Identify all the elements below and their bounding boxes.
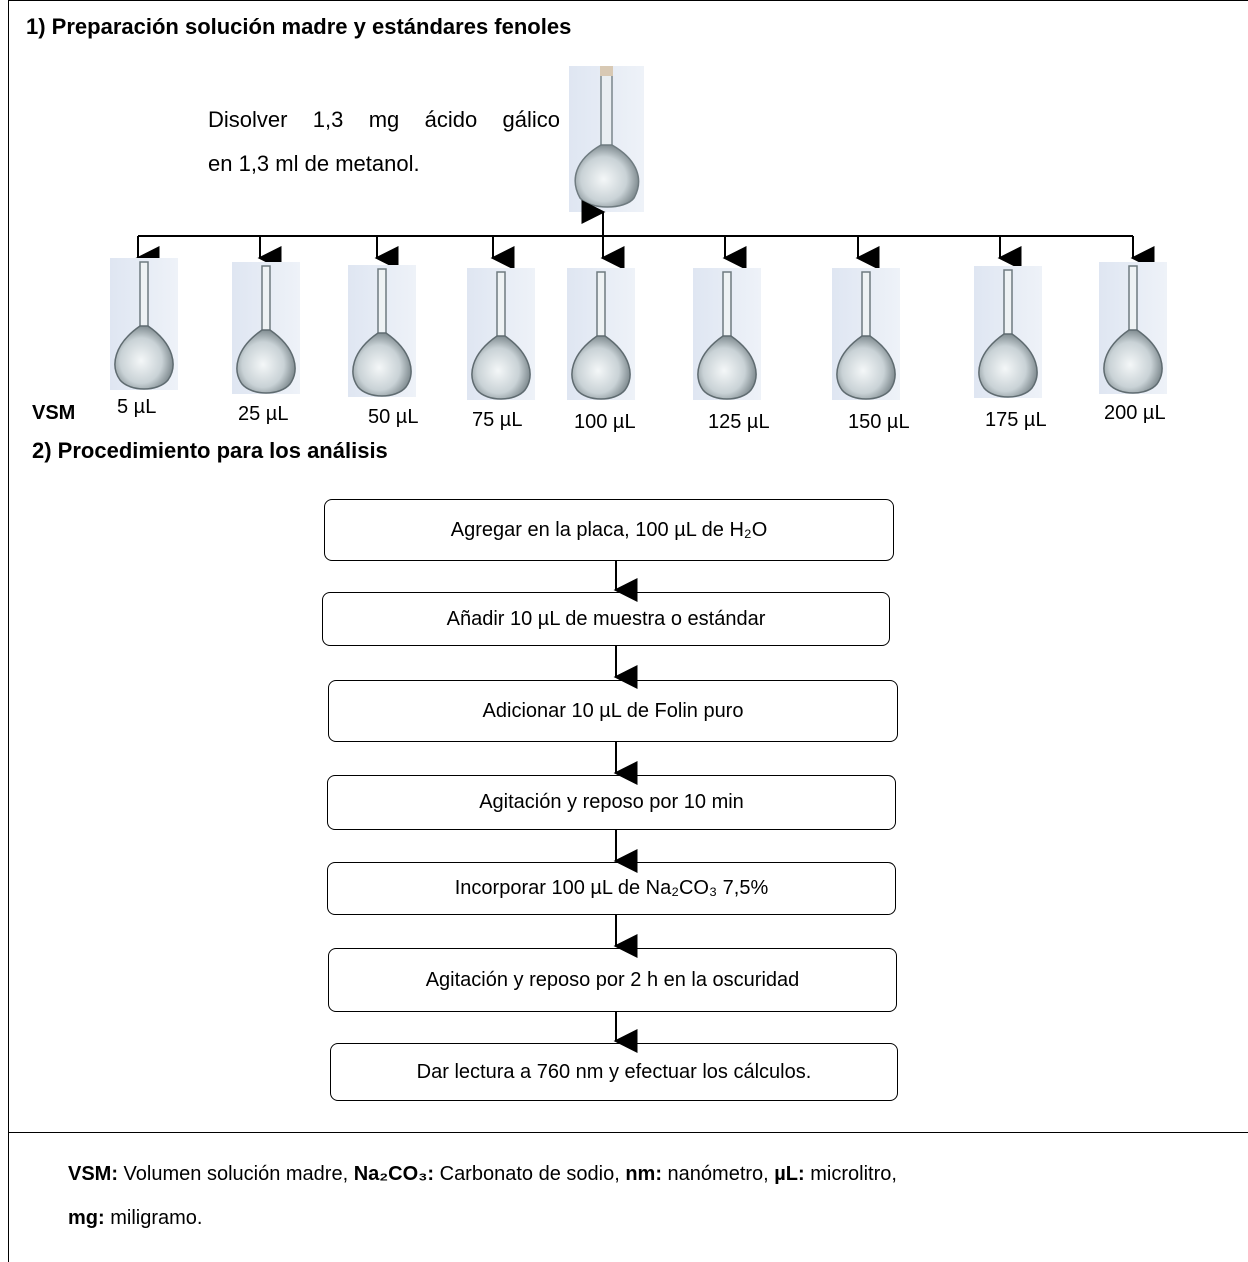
volume-label: 200 µL bbox=[1104, 402, 1166, 424]
legend-term: Na₂CO₃: bbox=[353, 1163, 435, 1185]
step-text: Añadir 10 µL de muestra o estándar bbox=[446, 607, 766, 630]
instruction-line-2: en 1,3 ml de metanol. bbox=[208, 151, 420, 176]
vsm-label: VSM bbox=[32, 402, 76, 424]
standard-flask-icon bbox=[232, 262, 300, 394]
volume-label: 175 µL bbox=[985, 409, 1047, 431]
legend-def: Volumen solución madre, bbox=[118, 1163, 354, 1185]
standard-flask-icon bbox=[693, 268, 761, 400]
volume-label: 100 µL bbox=[574, 411, 636, 433]
figure-frame bbox=[8, 0, 1248, 1262]
section1-title: 1) Preparación solución madre y estándar… bbox=[26, 14, 572, 39]
step-box: Agitación y reposo por 2 h en la oscurid… bbox=[328, 948, 897, 1012]
legend-term: µL: bbox=[774, 1163, 805, 1185]
legend-term: mg: bbox=[68, 1207, 105, 1229]
volume-label: 150 µL bbox=[848, 411, 910, 433]
step-box: Añadir 10 µL de muestra o estándar bbox=[322, 592, 890, 646]
volume-label: 125 µL bbox=[708, 411, 770, 433]
legend-term: VSM: bbox=[68, 1163, 118, 1185]
standard-flask-icon bbox=[832, 268, 900, 400]
step-box: Dar lectura a 760 nm y efectuar los cálc… bbox=[330, 1043, 898, 1101]
volume-label: 5 µL bbox=[117, 396, 157, 418]
volume-label: 75 µL bbox=[472, 409, 523, 431]
step-box: Agitación y reposo por 10 min bbox=[327, 775, 896, 830]
instruction-line-1: Disolver 1,3 mg ácido gálico bbox=[208, 107, 560, 132]
legend-separator bbox=[8, 1132, 1248, 1133]
standard-flask-icon bbox=[974, 266, 1042, 398]
step-text: Agregar en la placa, 100 µL de H₂O bbox=[450, 518, 768, 541]
section2-title: 2) Procedimiento para los análisis bbox=[32, 438, 388, 463]
legend: VSM: Volumen solución madre, Na₂CO₃: Car… bbox=[68, 1152, 1208, 1240]
standard-flask-icon bbox=[1099, 262, 1167, 394]
stock-flask-icon bbox=[569, 66, 644, 212]
step-text: Adicionar 10 µL de Folin puro bbox=[482, 699, 744, 722]
top-border bbox=[8, 0, 1248, 1]
standard-flask-icon bbox=[467, 268, 535, 400]
volume-label: 50 µL bbox=[368, 406, 419, 428]
standard-flask-icon bbox=[348, 265, 416, 397]
standard-flask-icon bbox=[567, 268, 635, 400]
legend-def: nanómetro, bbox=[661, 1163, 775, 1185]
step-text: Agitación y reposo por 2 h en la oscurid… bbox=[425, 968, 800, 991]
legend-def: miligramo. bbox=[104, 1207, 203, 1229]
legend-def: Carbonato de sodio, bbox=[434, 1163, 626, 1185]
step-text: Agitación y reposo por 10 min bbox=[479, 791, 744, 813]
step-box: Incorporar 100 µL de Na₂CO₃ 7,5% bbox=[327, 862, 896, 915]
step-box: Agregar en la placa, 100 µL de H₂O bbox=[324, 499, 894, 561]
step-text: Incorporar 100 µL de Na₂CO₃ 7,5% bbox=[454, 877, 769, 899]
legend-def: microlitro, bbox=[804, 1163, 897, 1185]
legend-term: nm: bbox=[625, 1163, 662, 1185]
step-text: Dar lectura a 760 nm y efectuar los cálc… bbox=[416, 1060, 812, 1083]
volume-label: 25 µL bbox=[238, 403, 289, 425]
step-box: Adicionar 10 µL de Folin puro bbox=[328, 680, 898, 742]
standard-flask-icon bbox=[110, 258, 178, 390]
